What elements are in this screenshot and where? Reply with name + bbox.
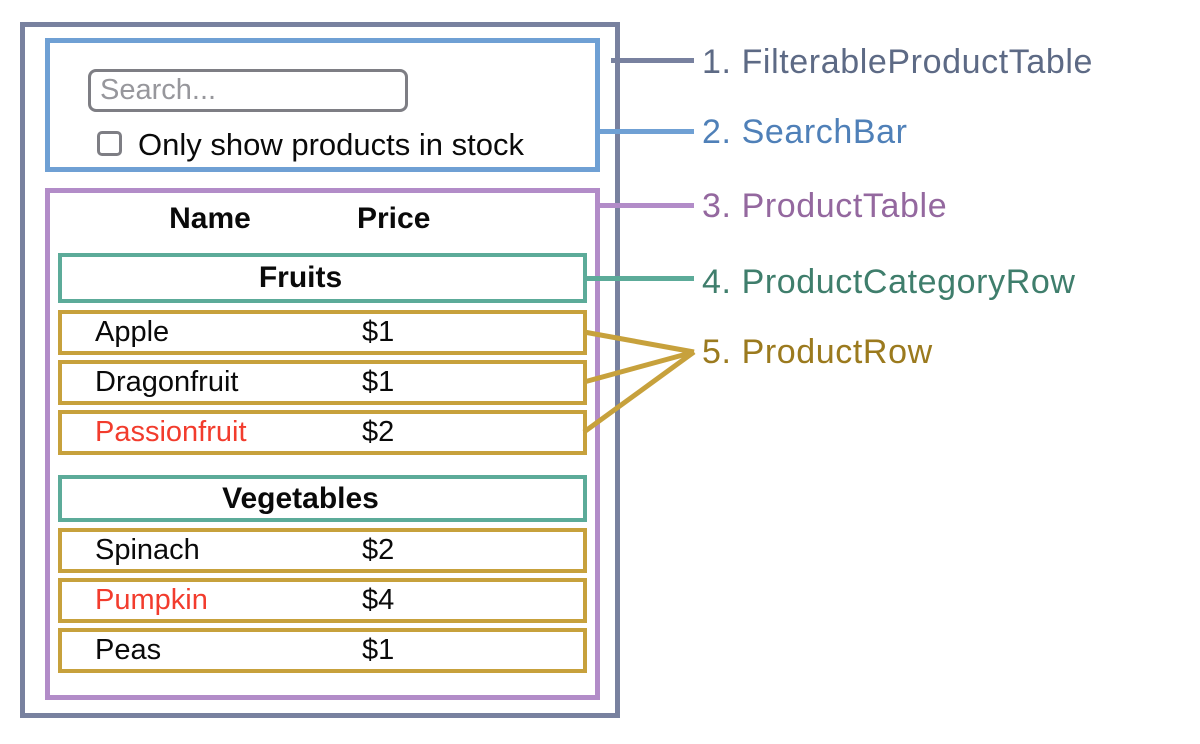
name-column-header: Name bbox=[169, 202, 251, 235]
legend-number: 1. bbox=[702, 43, 732, 81]
in-stock-checkbox-label: Only show products in stock bbox=[138, 127, 524, 162]
product-row: Apple $1 bbox=[58, 310, 587, 355]
legend-number: 4. bbox=[702, 263, 732, 301]
product-name: Dragonfruit bbox=[95, 366, 239, 398]
legend-filterable-product-table: 1.FilterableProductTable bbox=[702, 41, 1093, 83]
product-price: $2 bbox=[362, 534, 395, 566]
product-row: Dragonfruit $1 bbox=[58, 360, 587, 405]
product-row: Spinach $2 bbox=[58, 528, 587, 573]
legend-number: 3. bbox=[702, 187, 732, 225]
connector-filterable-product-table bbox=[611, 58, 694, 63]
category-label: Fruits bbox=[258, 261, 343, 294]
legend-product-category-row: 4.ProductCategoryRow bbox=[702, 261, 1076, 303]
in-stock-checkbox[interactable] bbox=[97, 131, 122, 156]
legend-product-row: 5.ProductRow bbox=[702, 331, 933, 373]
product-price: $4 bbox=[362, 584, 395, 616]
legend-label: FilterableProductTable bbox=[741, 43, 1094, 81]
connector-product-category-row bbox=[583, 276, 694, 281]
product-price: $2 bbox=[362, 416, 395, 448]
price-column-header: Price bbox=[357, 202, 431, 235]
product-price: $1 bbox=[362, 366, 395, 398]
product-price: $1 bbox=[362, 634, 395, 666]
product-category-row-vegetables: Vegetables bbox=[58, 475, 587, 522]
legend-product-table: 3.ProductTable bbox=[702, 185, 947, 227]
product-name-out-of-stock: Pumpkin bbox=[95, 584, 208, 616]
product-name: Apple bbox=[95, 316, 170, 348]
legend-label: ProductRow bbox=[741, 333, 933, 371]
product-name: Spinach bbox=[95, 534, 200, 566]
legend-label: ProductCategoryRow bbox=[741, 263, 1076, 301]
product-row: Peas $1 bbox=[58, 628, 587, 673]
category-label: Vegetables bbox=[222, 481, 379, 515]
legend-number: 2. bbox=[702, 113, 732, 151]
product-name-out-of-stock: Passionfruit bbox=[95, 416, 247, 448]
product-category-row-fruits: Fruits bbox=[58, 253, 587, 303]
product-name: Peas bbox=[95, 634, 162, 666]
legend-number: 5. bbox=[702, 333, 732, 371]
legend-search-bar: 2.SearchBar bbox=[702, 111, 908, 153]
product-row: Pumpkin $4 bbox=[58, 578, 587, 623]
legend-label: ProductTable bbox=[741, 187, 948, 225]
legend-label: SearchBar bbox=[741, 113, 908, 151]
search-input[interactable] bbox=[88, 69, 408, 112]
connector-product-table bbox=[596, 203, 694, 208]
product-row: Passionfruit $2 bbox=[58, 410, 587, 455]
product-price: $1 bbox=[362, 316, 395, 348]
connector-search-bar bbox=[596, 129, 694, 134]
